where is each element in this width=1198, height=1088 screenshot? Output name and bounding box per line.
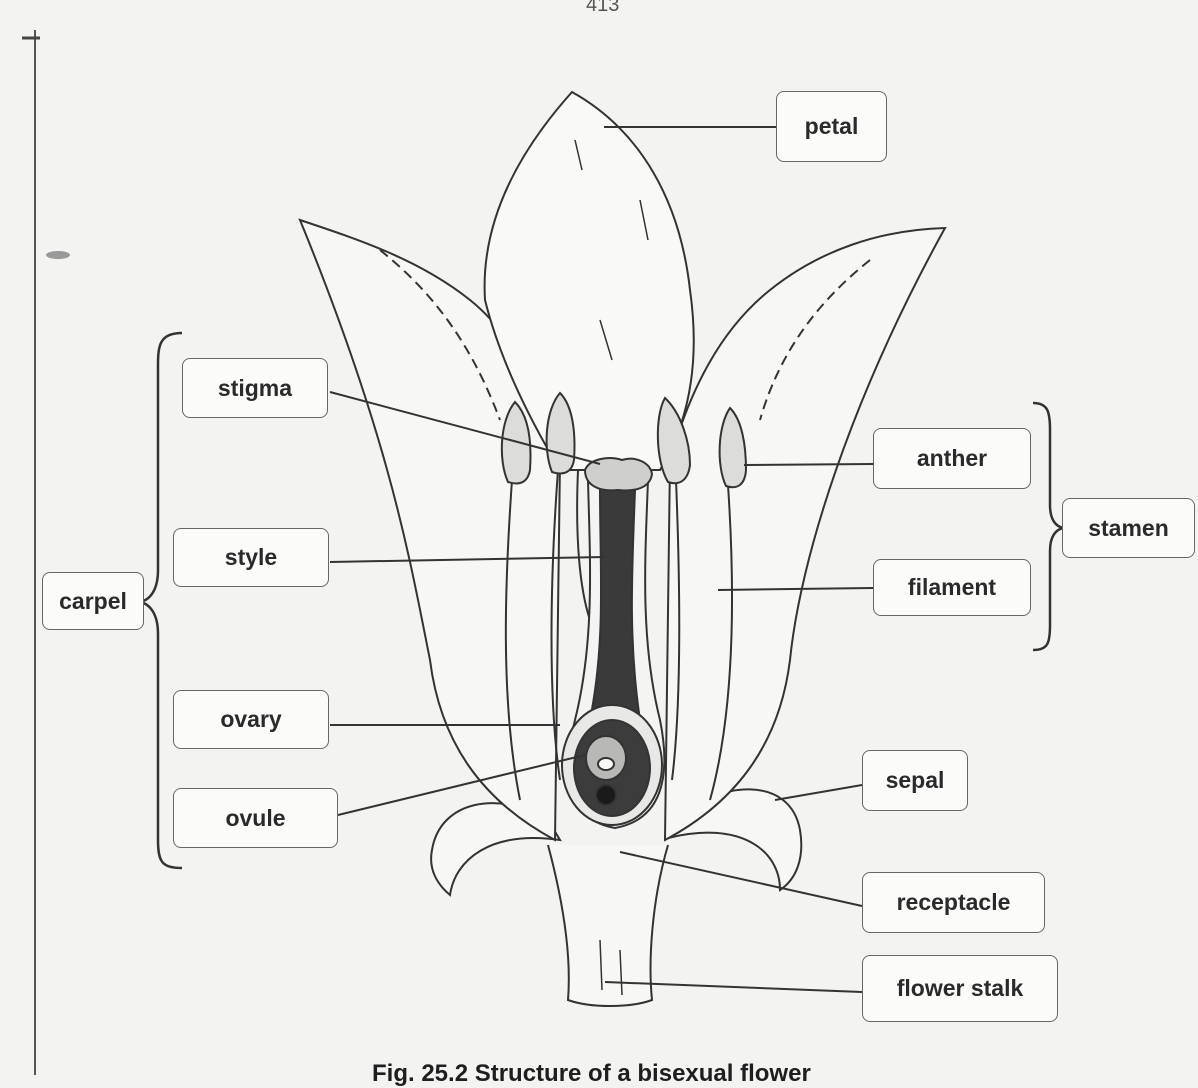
sepal-leader [775,785,862,800]
anther-leader [744,464,873,465]
label-sepal: sepal [862,750,968,811]
label-stamen: stamen [1062,498,1195,558]
label-style: style [173,528,329,587]
label-filament: filament [873,559,1031,616]
label-stigma: stigma [182,358,328,418]
carpel-bracket [140,333,182,868]
label-flower-stalk: flower stalk [862,955,1058,1022]
label-carpel: carpel [42,572,144,630]
figure-caption: Fig. 25.2 Structure of a bisexual flower [372,1060,811,1088]
label-petal: petal [776,91,887,162]
stamen-bracket [1033,403,1064,650]
page-edge [22,30,70,1075]
label-ovary: ovary [173,690,329,749]
petal-right-drawing [665,228,945,840]
label-anther: anther [873,428,1031,489]
label-receptacle: receptacle [862,872,1045,933]
label-ovule: ovule [173,788,338,848]
